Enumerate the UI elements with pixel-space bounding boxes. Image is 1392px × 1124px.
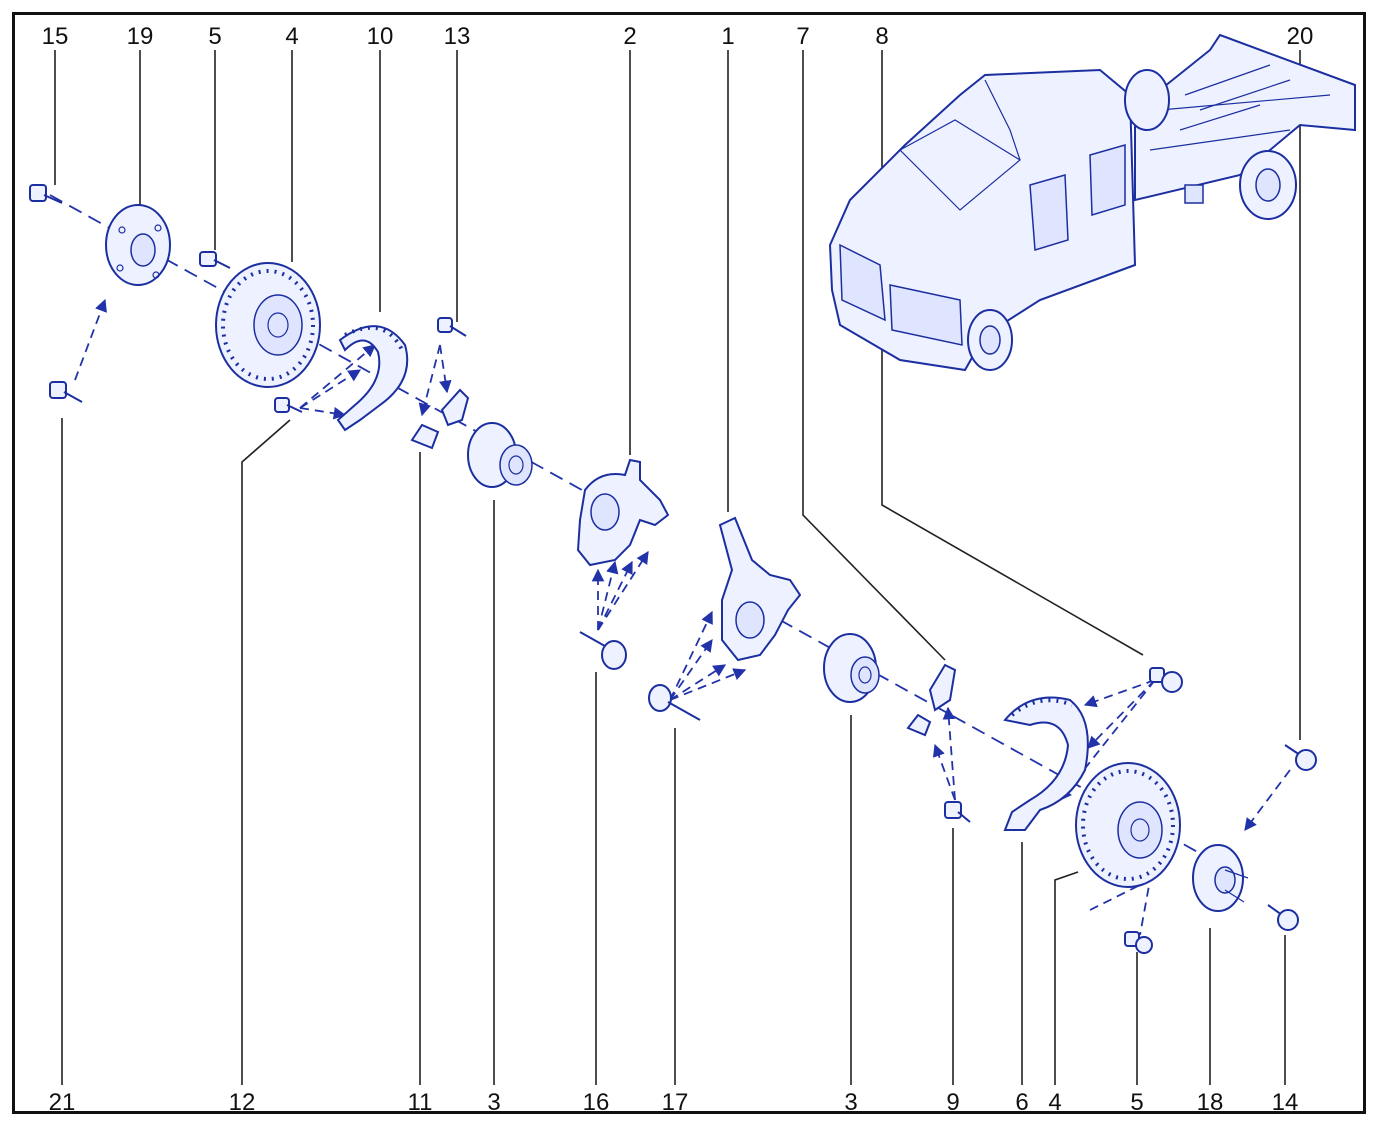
bolt-15 (29, 184, 63, 204)
bolt-8 (1149, 667, 1183, 693)
callout-10: 10 (367, 23, 394, 50)
brake-disc-4-left (215, 262, 321, 388)
callout-21: 21 (49, 1089, 76, 1116)
brake-disc-4-right (1075, 762, 1181, 888)
callout-14: 14 (1272, 1089, 1299, 1116)
callout-9: 9 (946, 1089, 959, 1116)
bracket-11-left (410, 388, 470, 450)
screw-9 (944, 801, 971, 823)
callout-5-bottom: 5 (1130, 1089, 1143, 1116)
hub-bearing-3-left (467, 422, 533, 488)
callout-5-top: 5 (208, 23, 221, 50)
bolt-16 (579, 631, 627, 670)
callout-1: 1 (721, 23, 734, 50)
callout-3-left: 3 (487, 1089, 500, 1116)
hub-bearing-3-right (823, 633, 880, 703)
dust-shield-6 (1003, 696, 1089, 831)
bottom-leaders (61, 418, 1286, 1085)
callout-13: 13 (444, 23, 471, 50)
callout-11: 11 (408, 1089, 433, 1116)
callout-7: 7 (796, 23, 809, 50)
callout-16: 16 (583, 1089, 610, 1116)
stud-5-right (1124, 931, 1153, 954)
callout-6: 6 (1015, 1089, 1028, 1116)
callout-19: 19 (127, 23, 154, 50)
steering-knuckle-1 (718, 516, 802, 662)
callout-3-right: 3 (844, 1089, 857, 1116)
bolt-13 (437, 317, 467, 337)
callout-2: 2 (623, 23, 636, 50)
callout-8: 8 (875, 23, 888, 50)
callout-12: 12 (229, 1089, 256, 1116)
hub-flange-18 (1192, 844, 1249, 912)
dust-shield-10 (336, 325, 409, 432)
callout-20: 20 (1287, 23, 1314, 50)
bolt-21 (49, 381, 83, 403)
stud-5-left (199, 251, 231, 269)
callout-4-top: 4 (285, 23, 298, 50)
bolt-14 (1267, 904, 1299, 931)
callout-15: 15 (42, 23, 69, 50)
callout-4-bottom: 4 (1048, 1089, 1061, 1116)
top-leaders (54, 50, 1301, 740)
callout-17: 17 (662, 1089, 689, 1116)
vehicle-illustration (828, 33, 1356, 372)
bolt-17 (648, 684, 701, 721)
bracket-7 (906, 663, 957, 737)
bottom-label-row: 21 12 11 3 16 17 3 9 6 4 5 18 14 (49, 1089, 1299, 1116)
top-label-row: 15 19 5 4 10 13 2 1 7 8 20 (42, 23, 1314, 50)
screw-12 (274, 397, 303, 413)
bolt-20 (1284, 744, 1317, 771)
steering-knuckle-2 (576, 458, 670, 567)
hub-flange-19 (105, 204, 171, 286)
callout-18: 18 (1197, 1089, 1224, 1116)
